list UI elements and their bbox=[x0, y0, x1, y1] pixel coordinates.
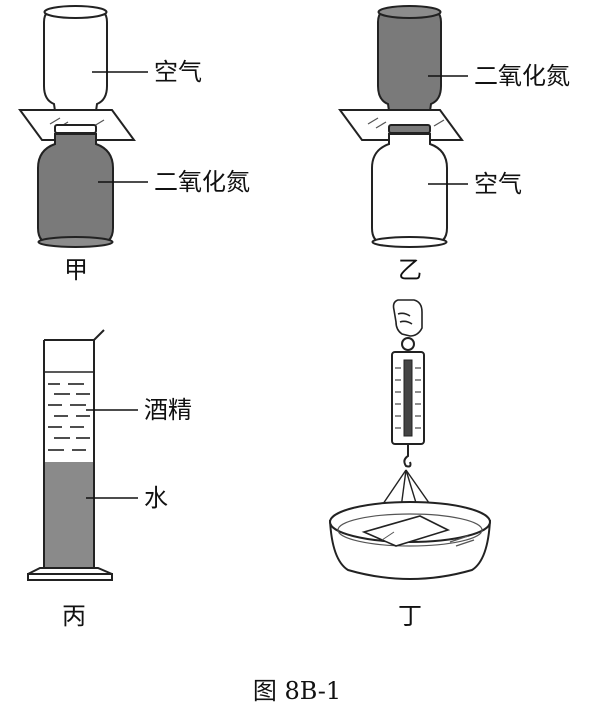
yi-bottom-bottle bbox=[371, 133, 448, 248]
panel-bing: 酒精 水 丙 bbox=[27, 329, 192, 630]
bing-water bbox=[44, 462, 94, 568]
yi-panel-label: 乙 bbox=[398, 256, 422, 284]
ding-hand-icon bbox=[392, 299, 423, 337]
jia-panel-label: 甲 bbox=[64, 256, 88, 284]
bing-panel-label: 丙 bbox=[62, 602, 86, 630]
jia-bottom-label: 二氧化氮 bbox=[154, 168, 250, 196]
bing-alcohol bbox=[44, 372, 94, 462]
jia-top-label: 空气 bbox=[154, 58, 202, 86]
ding-panel-label: 丁 bbox=[398, 602, 422, 630]
bing-graduated-cylinder bbox=[27, 329, 113, 581]
ding-water-dish bbox=[329, 501, 491, 580]
yi-top-label: 二氧化氮 bbox=[474, 62, 570, 90]
figure-caption: 图 8B-1 bbox=[253, 677, 341, 705]
bing-lower-label: 水 bbox=[144, 484, 168, 512]
ding-spring-scale bbox=[391, 351, 425, 445]
panel-yi: 二氧化氮 空气 乙 bbox=[338, 5, 570, 284]
jia-top-bottle bbox=[43, 5, 108, 125]
jia-bottom-bottle bbox=[37, 133, 114, 248]
yi-top-bottle bbox=[377, 5, 442, 125]
panel-jia: 空气 二氧化氮 甲 bbox=[18, 5, 250, 284]
bing-upper-label: 酒精 bbox=[144, 396, 192, 424]
panel-ding: 丁 bbox=[329, 299, 491, 630]
yi-bottom-label: 空气 bbox=[474, 170, 522, 198]
